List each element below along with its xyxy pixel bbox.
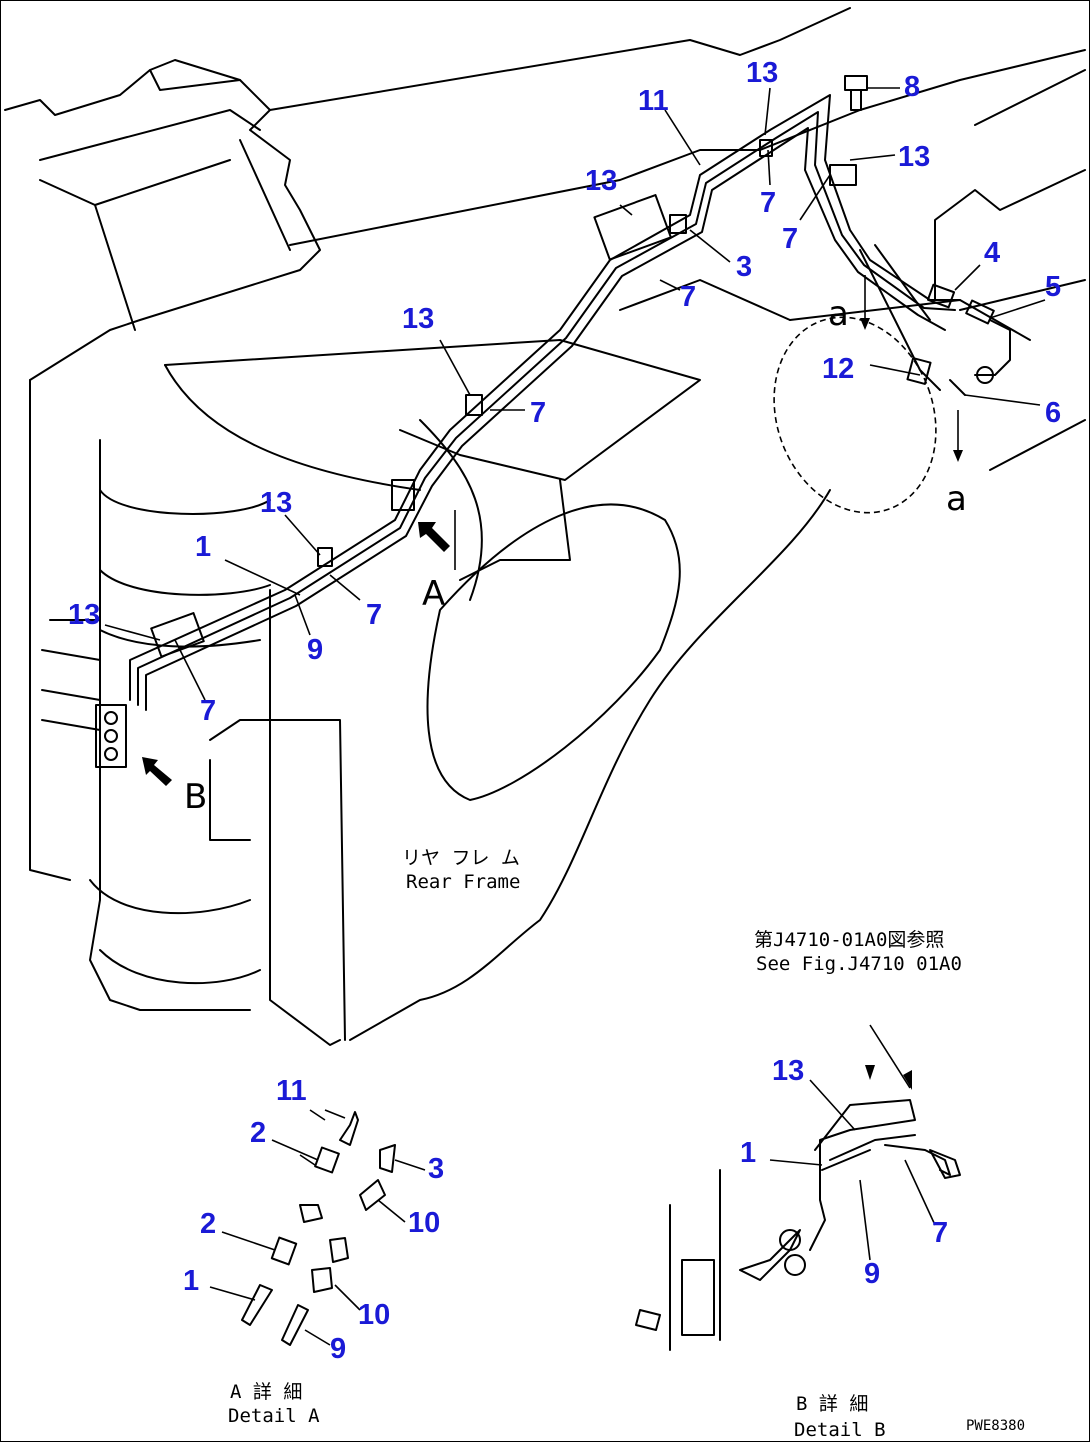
view-arrow-b-icon [142,757,172,786]
callout-numbers: 8 13 11 13 7 13 7 3 7 4 5 12 6 13 7 13 1… [68,57,1061,1365]
leader-lines [104,87,1046,1346]
drawing-code: PWE8380 [966,1418,1025,1434]
callout-13: 13 [68,599,100,631]
callout-13: 13 [260,487,292,519]
view-label-a: A [422,574,445,614]
callout-5: 5 [1045,271,1061,303]
callout-2: 2 [250,1117,266,1149]
rear-frame-label-jp: リヤ フレ ム [402,847,520,869]
callout-13: 13 [898,141,930,173]
callout-11: 11 [276,1075,307,1107]
callout-13: 13 [746,57,778,89]
arrow-a-top-icon [860,318,870,330]
detail-b-title-jp: B 詳 細 [796,1393,868,1415]
callout-11: 11 [638,85,669,117]
see-fig-label-en: See Fig.J4710 01A0 [756,953,962,975]
callout-13: 13 [772,1055,804,1087]
rear-frame-label-en: Rear Frame [406,871,520,893]
callout-4: 4 [984,237,1000,269]
arrow-a-bottom-icon [953,450,963,462]
callout-9: 9 [307,634,323,666]
callout-7: 7 [530,397,546,429]
callout-12: 12 [822,353,854,385]
detail-a-parts [241,1109,396,1346]
detail-a-title-jp: A 詳 細 [230,1381,302,1403]
annotations: A a a B リヤ フレ ム Rear Frame 第J4710-01A0図参… [184,294,1025,1441]
callout-1: 1 [183,1265,199,1297]
callout-13: 13 [585,165,617,197]
view-arrow-a-icon [418,522,450,552]
callout-10: 10 [358,1299,390,1331]
callout-7: 7 [200,695,216,727]
detail-b-arrow-icon [903,1070,912,1090]
callout-1: 1 [740,1137,756,1169]
view-label-a-bottom: a [946,479,967,519]
detail-b-arrow-small-icon [865,1065,875,1080]
view-label-a-top: a [828,294,849,334]
callout-6: 6 [1045,397,1061,429]
detail-b-title-en: Detail B [794,1419,886,1441]
callout-8: 8 [904,71,920,103]
callout-2: 2 [200,1208,216,1240]
rear-frame-outline [4,7,1086,1046]
callout-9: 9 [330,1333,346,1365]
view-arrows [142,275,963,786]
callout-3: 3 [736,251,752,283]
see-fig-label-jp: 第J4710-01A0図参照 [754,929,944,951]
callout-10: 10 [408,1207,440,1239]
callout-7: 7 [932,1217,948,1249]
callout-7: 7 [366,599,382,631]
detail-b-parts [635,1024,961,1351]
callout-13: 13 [402,303,434,335]
brake-tube-route [95,75,1011,768]
callout-7: 7 [680,281,696,313]
callout-1: 1 [195,531,211,563]
view-label-b: B [184,777,207,817]
detail-a-title-en: Detail A [228,1405,320,1427]
callout-3: 3 [428,1153,444,1185]
callout-7: 7 [760,187,776,219]
callout-7: 7 [782,223,798,255]
callout-9: 9 [864,1258,880,1290]
